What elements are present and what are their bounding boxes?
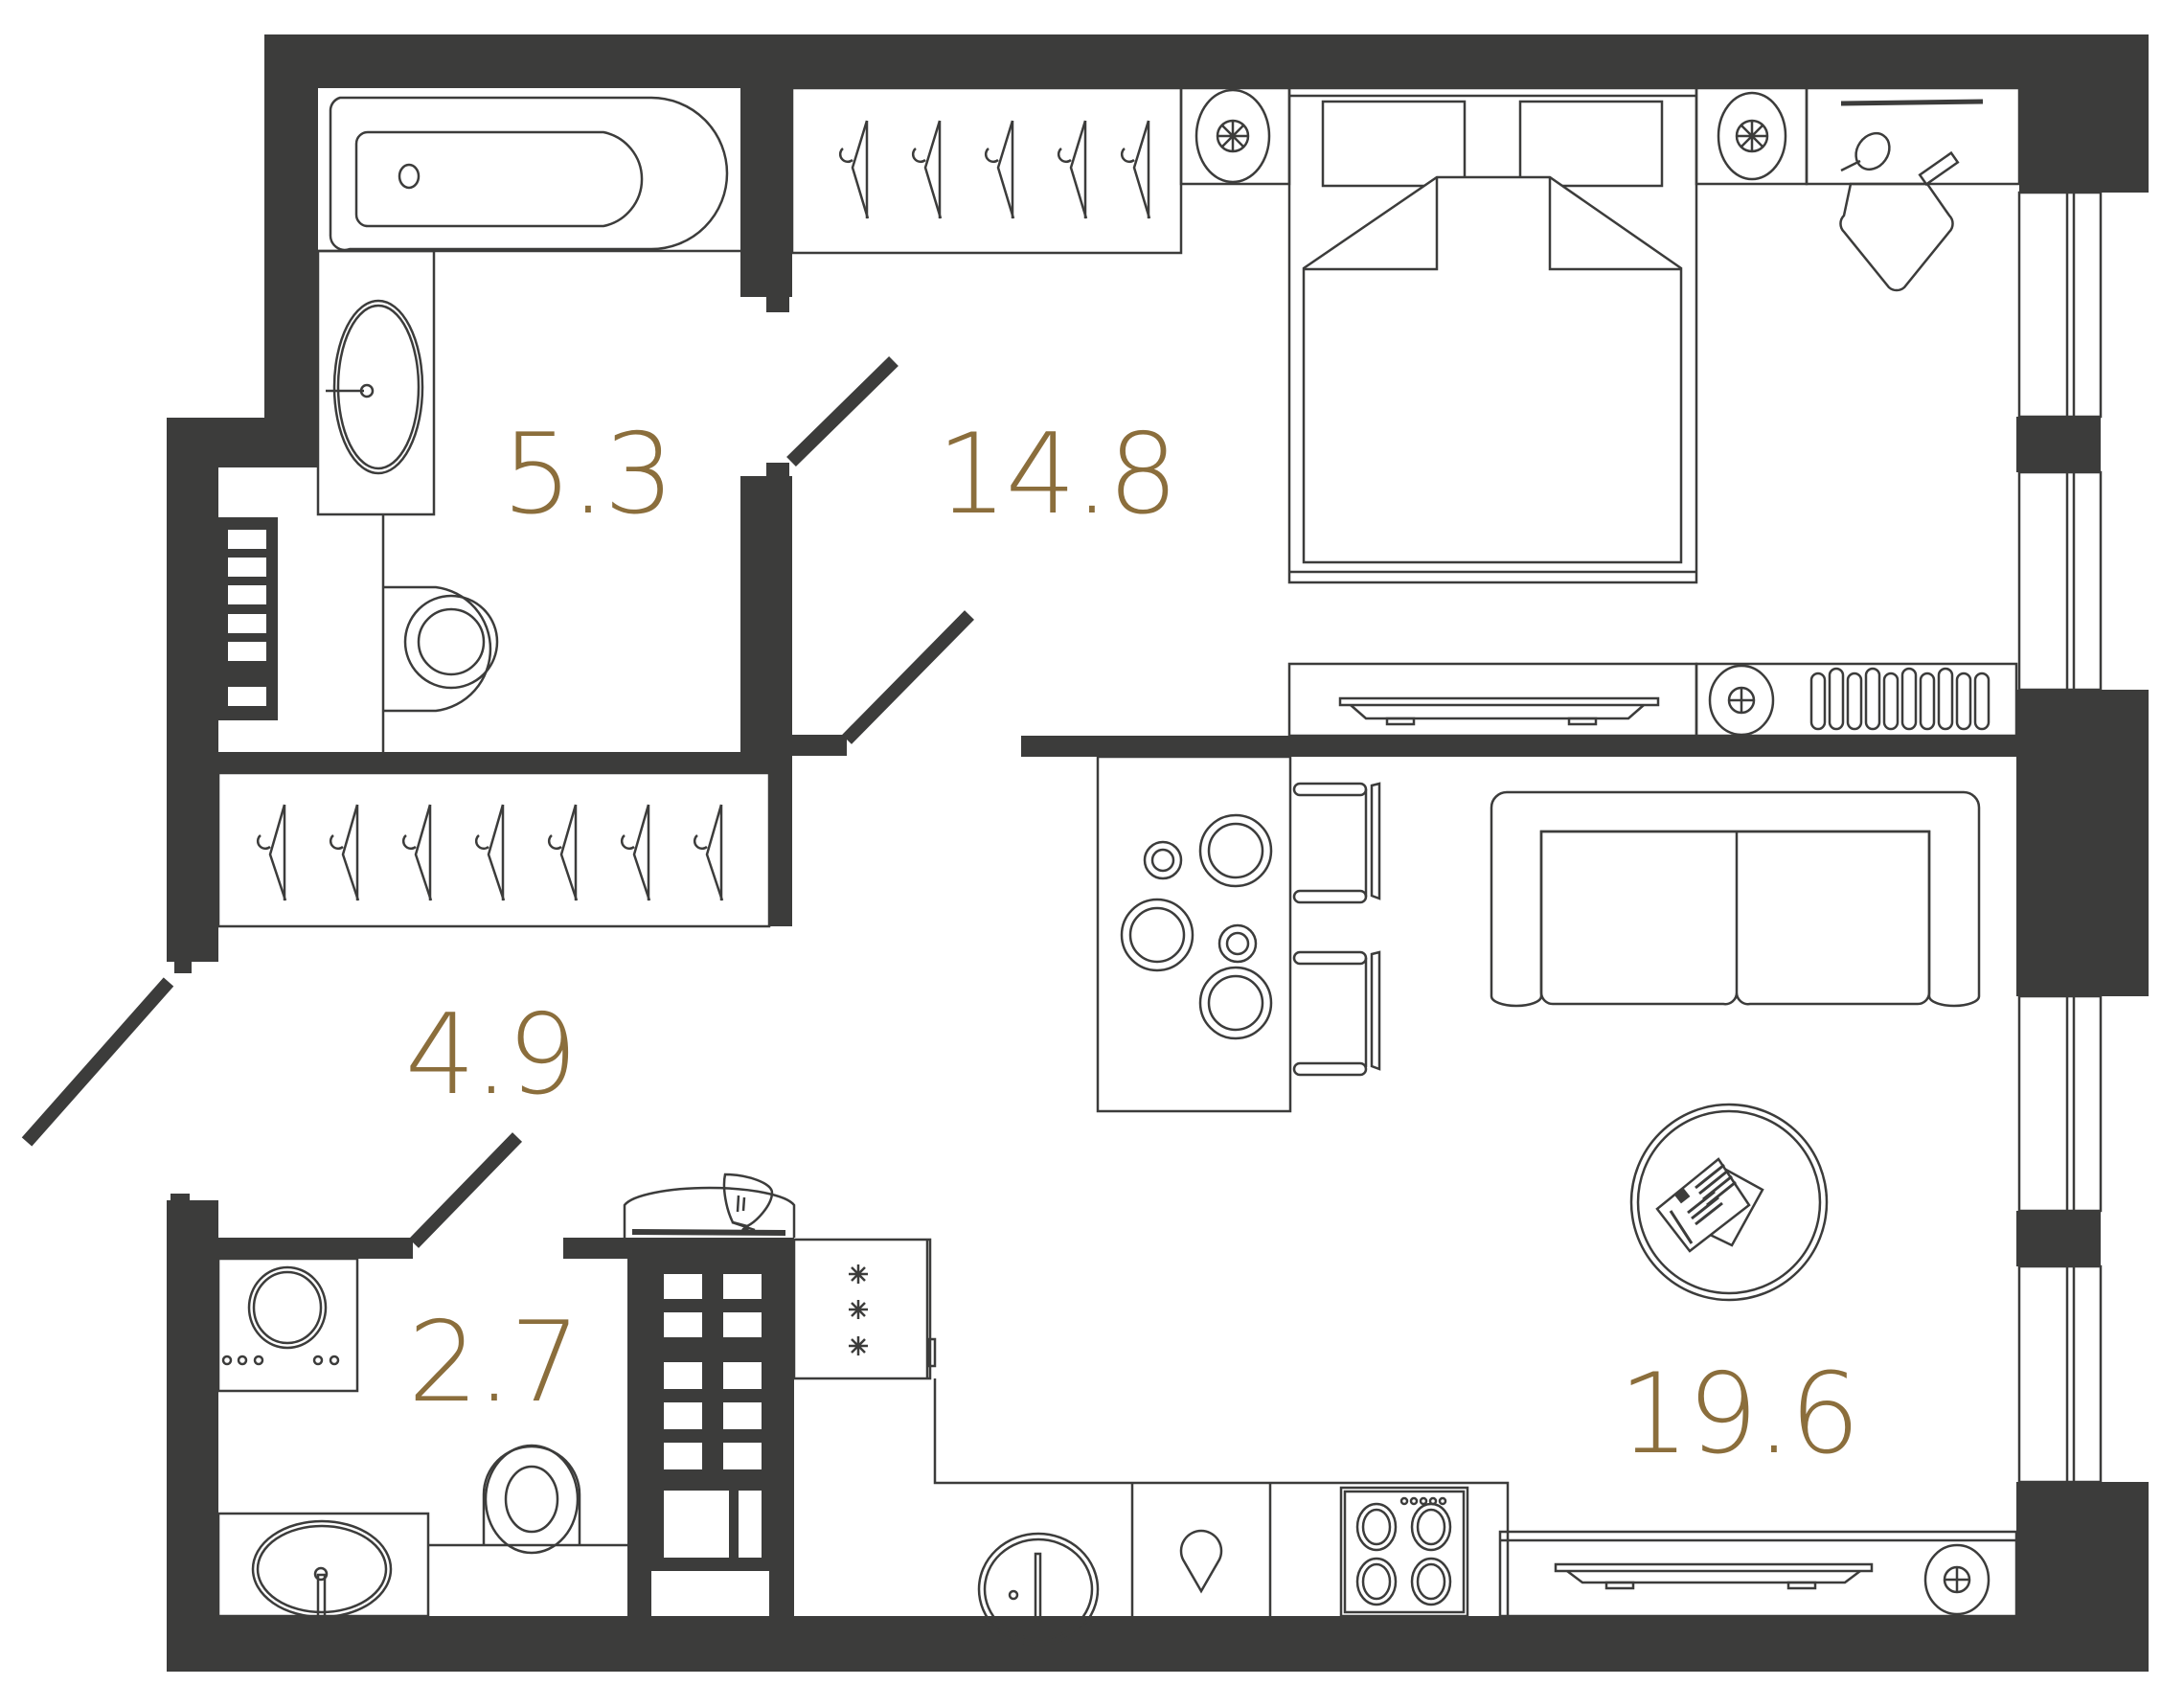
freezer-icon xyxy=(849,1264,868,1355)
radiator xyxy=(1809,667,1991,731)
chairs xyxy=(1292,782,1381,1077)
kitchen-units xyxy=(623,1173,2018,1647)
bathroom-fixtures xyxy=(316,96,740,752)
dining-table xyxy=(1096,755,1381,1113)
ventilation-shaft xyxy=(651,1274,769,1616)
room-area-wc: 2.7 xyxy=(407,1298,580,1427)
walls xyxy=(167,34,2149,1672)
room-area-bedroom: 14.8 xyxy=(936,410,1178,539)
sofa xyxy=(1490,790,1981,1008)
room-area-bathroom: 5.3 xyxy=(501,410,674,539)
windows xyxy=(2017,191,2103,1484)
room-area-kitchen-living: 19.6 xyxy=(1618,1350,1860,1479)
doors xyxy=(21,356,974,1248)
coffee-table xyxy=(1629,1103,1829,1302)
newspaper-icon xyxy=(1655,1157,1764,1253)
hall-radiator xyxy=(218,467,293,752)
wardrobe-hall xyxy=(216,771,771,928)
wc-fixtures xyxy=(216,1257,627,1620)
room-area-hallway: 4.9 xyxy=(404,991,578,1120)
bedroom-furniture xyxy=(1179,86,2021,738)
wardrobe-top xyxy=(790,86,1183,255)
